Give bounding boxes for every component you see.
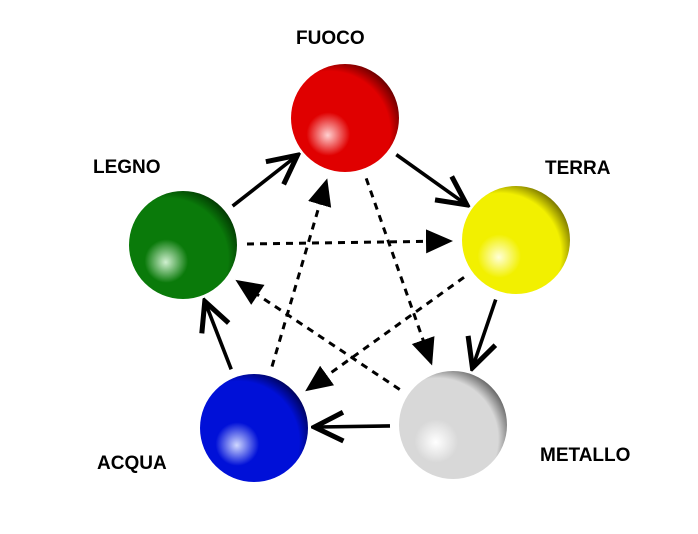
- label-acqua: ACQUA: [97, 453, 167, 474]
- label-terra: TERRA: [545, 158, 611, 179]
- controlling-arrow-metallo-to-legno: [235, 279, 401, 391]
- sphere-legno: [129, 191, 237, 299]
- element-spheres: [129, 64, 570, 482]
- sphere-metallo: [399, 371, 507, 479]
- generating-cycle: [206, 153, 498, 427]
- label-metallo: METALLO: [540, 445, 631, 466]
- label-fuoco: FUOCO: [296, 28, 365, 49]
- generating-arrow-terra-to-metallo: [474, 299, 498, 365]
- label-legno: LEGNO: [93, 157, 161, 178]
- generating-arrow-acqua-to-legno: [206, 305, 233, 370]
- controlling-cycle: [235, 177, 465, 392]
- controlling-arrow-fuoco-to-metallo: [364, 177, 435, 366]
- sphere-terra: [462, 186, 570, 294]
- sphere-acqua: [200, 374, 308, 482]
- controlling-arrow-legno-to-terra: [246, 229, 453, 254]
- generating-arrow-metallo-to-acqua: [318, 426, 391, 427]
- generating-arrow-legno-to-fuoco: [231, 158, 295, 208]
- controlling-arrow-acqua-to-fuoco: [270, 178, 332, 368]
- generating-arrow-fuoco-to-terra: [395, 153, 464, 203]
- sphere-fuoco: [291, 64, 399, 172]
- controlling-arrow-terra-to-acqua: [305, 276, 465, 392]
